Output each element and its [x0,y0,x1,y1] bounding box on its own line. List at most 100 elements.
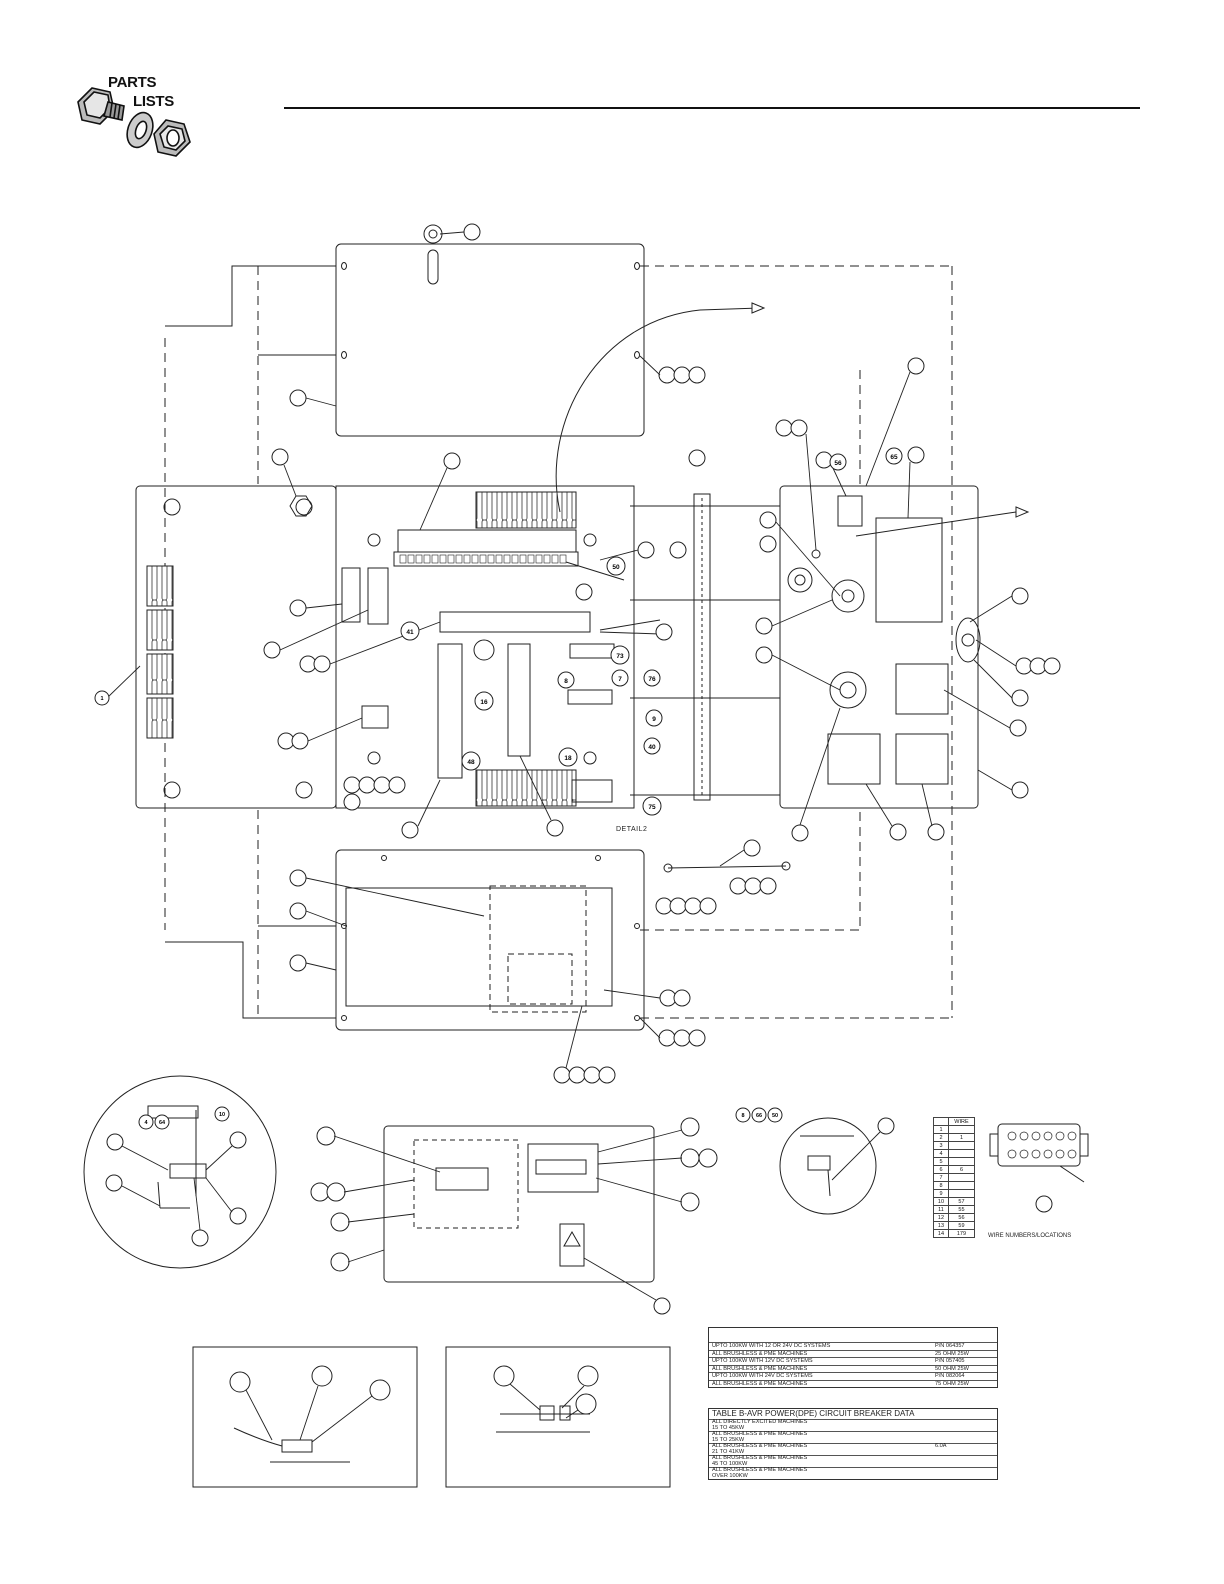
right-side-panel [779,485,1030,809]
wire-table-wire [947,1173,976,1182]
callout-connector-48: 48 [467,759,475,766]
callout-terminal-strip: 50 [612,564,620,571]
wire-table-wire: 57 [947,1197,976,1206]
resistor-table-row: ALL BRUSHLESS & PME MACHINES 25 OHM 25W [709,1350,997,1358]
resistor-row-desc: UPTO 100KW WITH 12 OR 24V DC SYSTEMS [712,1343,831,1349]
wire-table-pin: 8 [933,1181,949,1190]
wire-table-pin: 6 [933,1165,949,1174]
wire-table-wire: 59 [947,1221,976,1230]
detail-box-left [192,1346,418,1488]
resistor-row-desc: ALL BRUSHLESS & PME MACHINES [712,1365,808,1372]
resistor-row-desc: UPTO 100KW WITH 12V DC SYSTEMS [712,1358,813,1364]
bolt-washer-nut-icon [77,87,191,157]
wire-table-pin: 14 [933,1229,949,1238]
wire-table-pin: 13 [933,1221,949,1230]
lower-cover-panel [383,1125,655,1283]
resistor-row-pn: P/N 082064 [935,1373,965,1379]
detail-box-right [445,1346,671,1488]
resistor-row-desc: ALL BRUSHLESS & PME MACHINES [712,1350,808,1357]
bottom-cover-panel [335,849,645,1031]
wire-connector-drawing [989,1123,1089,1183]
wire-table-pin: 7 [933,1173,949,1182]
callout-relay-16: 16 [480,699,488,706]
wire-table-pin: 11 [933,1205,949,1214]
breaker-table: TABLE B-AVR POWER(DPE) CIRCUIT BREAKER D… [708,1408,998,1480]
wire-table-wire: 179 [947,1229,976,1238]
wire-table-pin: 1 [933,1125,949,1134]
parts-lists-logo: PARTS LISTS [70,72,210,167]
callout-detail-4: 4 [144,1120,148,1126]
breaker-table-title: TABLE B-AVR POWER(DPE) CIRCUIT BREAKER D… [709,1409,997,1420]
resistor-row-desc: ALL BRUSHLESS & PME MACHINES [712,1380,808,1387]
wire-table-wire: 6 [947,1165,976,1174]
callout-ground-41: 41 [406,629,414,636]
detail-circle-right [779,1117,877,1215]
resistor-table-row: ALL BRUSHLESS & PME MACHINES 75 OHM 25W [709,1381,997,1388]
logo-text-lists: LISTS [133,93,175,110]
breaker-row-range: 45 TO 100KW [712,1460,748,1467]
leader-lines [106,231,1017,1443]
callout-relay-18: 18 [564,755,572,762]
header-rule [284,107,1140,109]
wire-numbers-caption: WIRE NUMBERS/LOCATIONS [988,1233,1072,1239]
resistor-row-pn: 25 OHM 25W [935,1350,969,1357]
resistor-table: UPTO 100KW WITH 12 OR 24V DC SYSTEMS P/N… [708,1327,998,1388]
wire-table-pin: 2 [933,1133,949,1142]
breaker-table-row: ALL DIRECTLY EXCITED MACHINES 15 TO 45KW [709,1419,997,1432]
breaker-row-machines: ALL BRUSHLESS & PME MACHINES [712,1455,808,1461]
breaker-row-range: 15 TO 45KW [712,1424,745,1431]
breaker-row-machines: ALL BRUSHLESS & PME MACHINES [712,1431,808,1437]
center-main-panel [335,485,661,809]
wire-table-corner [933,1117,949,1126]
callout-detail-8: 8 [741,1113,744,1119]
breaker-row-range: 15 TO 25KW [712,1436,745,1443]
callout-unit-1: 1 [100,696,103,702]
callout-detail-64: 64 [159,1120,166,1126]
detail-circle-left [83,1075,277,1269]
wire-table-wire [947,1125,976,1134]
wire-table-pin: 9 [933,1189,949,1198]
callout-strap-75: 75 [648,804,656,811]
resistor-table-row: UPTO 100KW WITH 12V DC SYSTEMS P/N 05740… [709,1358,997,1366]
left-side-panel [135,485,389,809]
callout-part-7: 7 [618,676,622,683]
resistor-row-pn: 75 OHM 25W [935,1380,969,1387]
callout-pot-56: 56 [834,460,842,467]
breaker-table-row: ALL BRUSHLESS & PME MACHINES OVER 100KW [709,1467,997,1479]
wire-table-pin: 12 [933,1213,949,1222]
resistor-table-row: UPTO 100KW WITH 12 OR 24V DC SYSTEMS P/N… [709,1343,997,1351]
callout-balloons [105,223,1061,1415]
resistor-table-row: ALL BRUSHLESS & PME MACHINES 50 OHM 25W [709,1365,997,1373]
wire-table-wire: 56 [947,1213,976,1222]
wire-table-wire: 55 [947,1205,976,1214]
wire-table-header: WIRE [947,1117,976,1126]
wire-table-wire [947,1157,976,1166]
wire-table-wire: 1 [947,1133,976,1142]
wire-table-wire [947,1149,976,1158]
resistor-row-desc: UPTO 100KW WITH 24V DC SYSTEMS [712,1373,813,1379]
callout-part-40: 40 [648,744,656,751]
resistor-row-pn: 50 OHM 25W [935,1365,969,1372]
detail2-label: DETAIL2 [616,826,648,833]
callout-part-76: 76 [648,676,656,683]
breaker-row-range: OVER 100KW [712,1472,748,1479]
wire-table-wire [947,1189,976,1198]
resistor-row-pn: P/N 057405 [935,1358,965,1364]
breaker-table-row: ALL BRUSHLESS & PME MACHINES 45 TO 100KW [709,1455,997,1468]
breaker-table-row: ALL BRUSHLESS & PME MACHINES 21 TO 41KW … [709,1443,997,1456]
callout-detail-66: 66 [756,1113,762,1119]
wire-table-wire [947,1141,976,1150]
phantom-enclosure-lines [164,265,953,1019]
breaker-row-machines: ALL BRUSHLESS & PME MACHINES [712,1467,808,1473]
wire-table-pin: 4 [933,1149,949,1158]
breaker-row-value: 6.0A [935,1443,947,1449]
resistor-row-pn: P/N 064357 [935,1343,965,1349]
breaker-row-machines: ALL BRUSHLESS & PME MACHINES [712,1443,808,1449]
callout-part-8: 8 [564,678,568,685]
resistor-table-row: UPTO 100KW WITH 24V DC SYSTEMS P/N 08206… [709,1373,997,1381]
callout-part-9: 9 [652,716,656,723]
wire-table-pin: 5 [933,1157,949,1166]
breaker-row-machines: ALL DIRECTLY EXCITED MACHINES [712,1419,808,1425]
